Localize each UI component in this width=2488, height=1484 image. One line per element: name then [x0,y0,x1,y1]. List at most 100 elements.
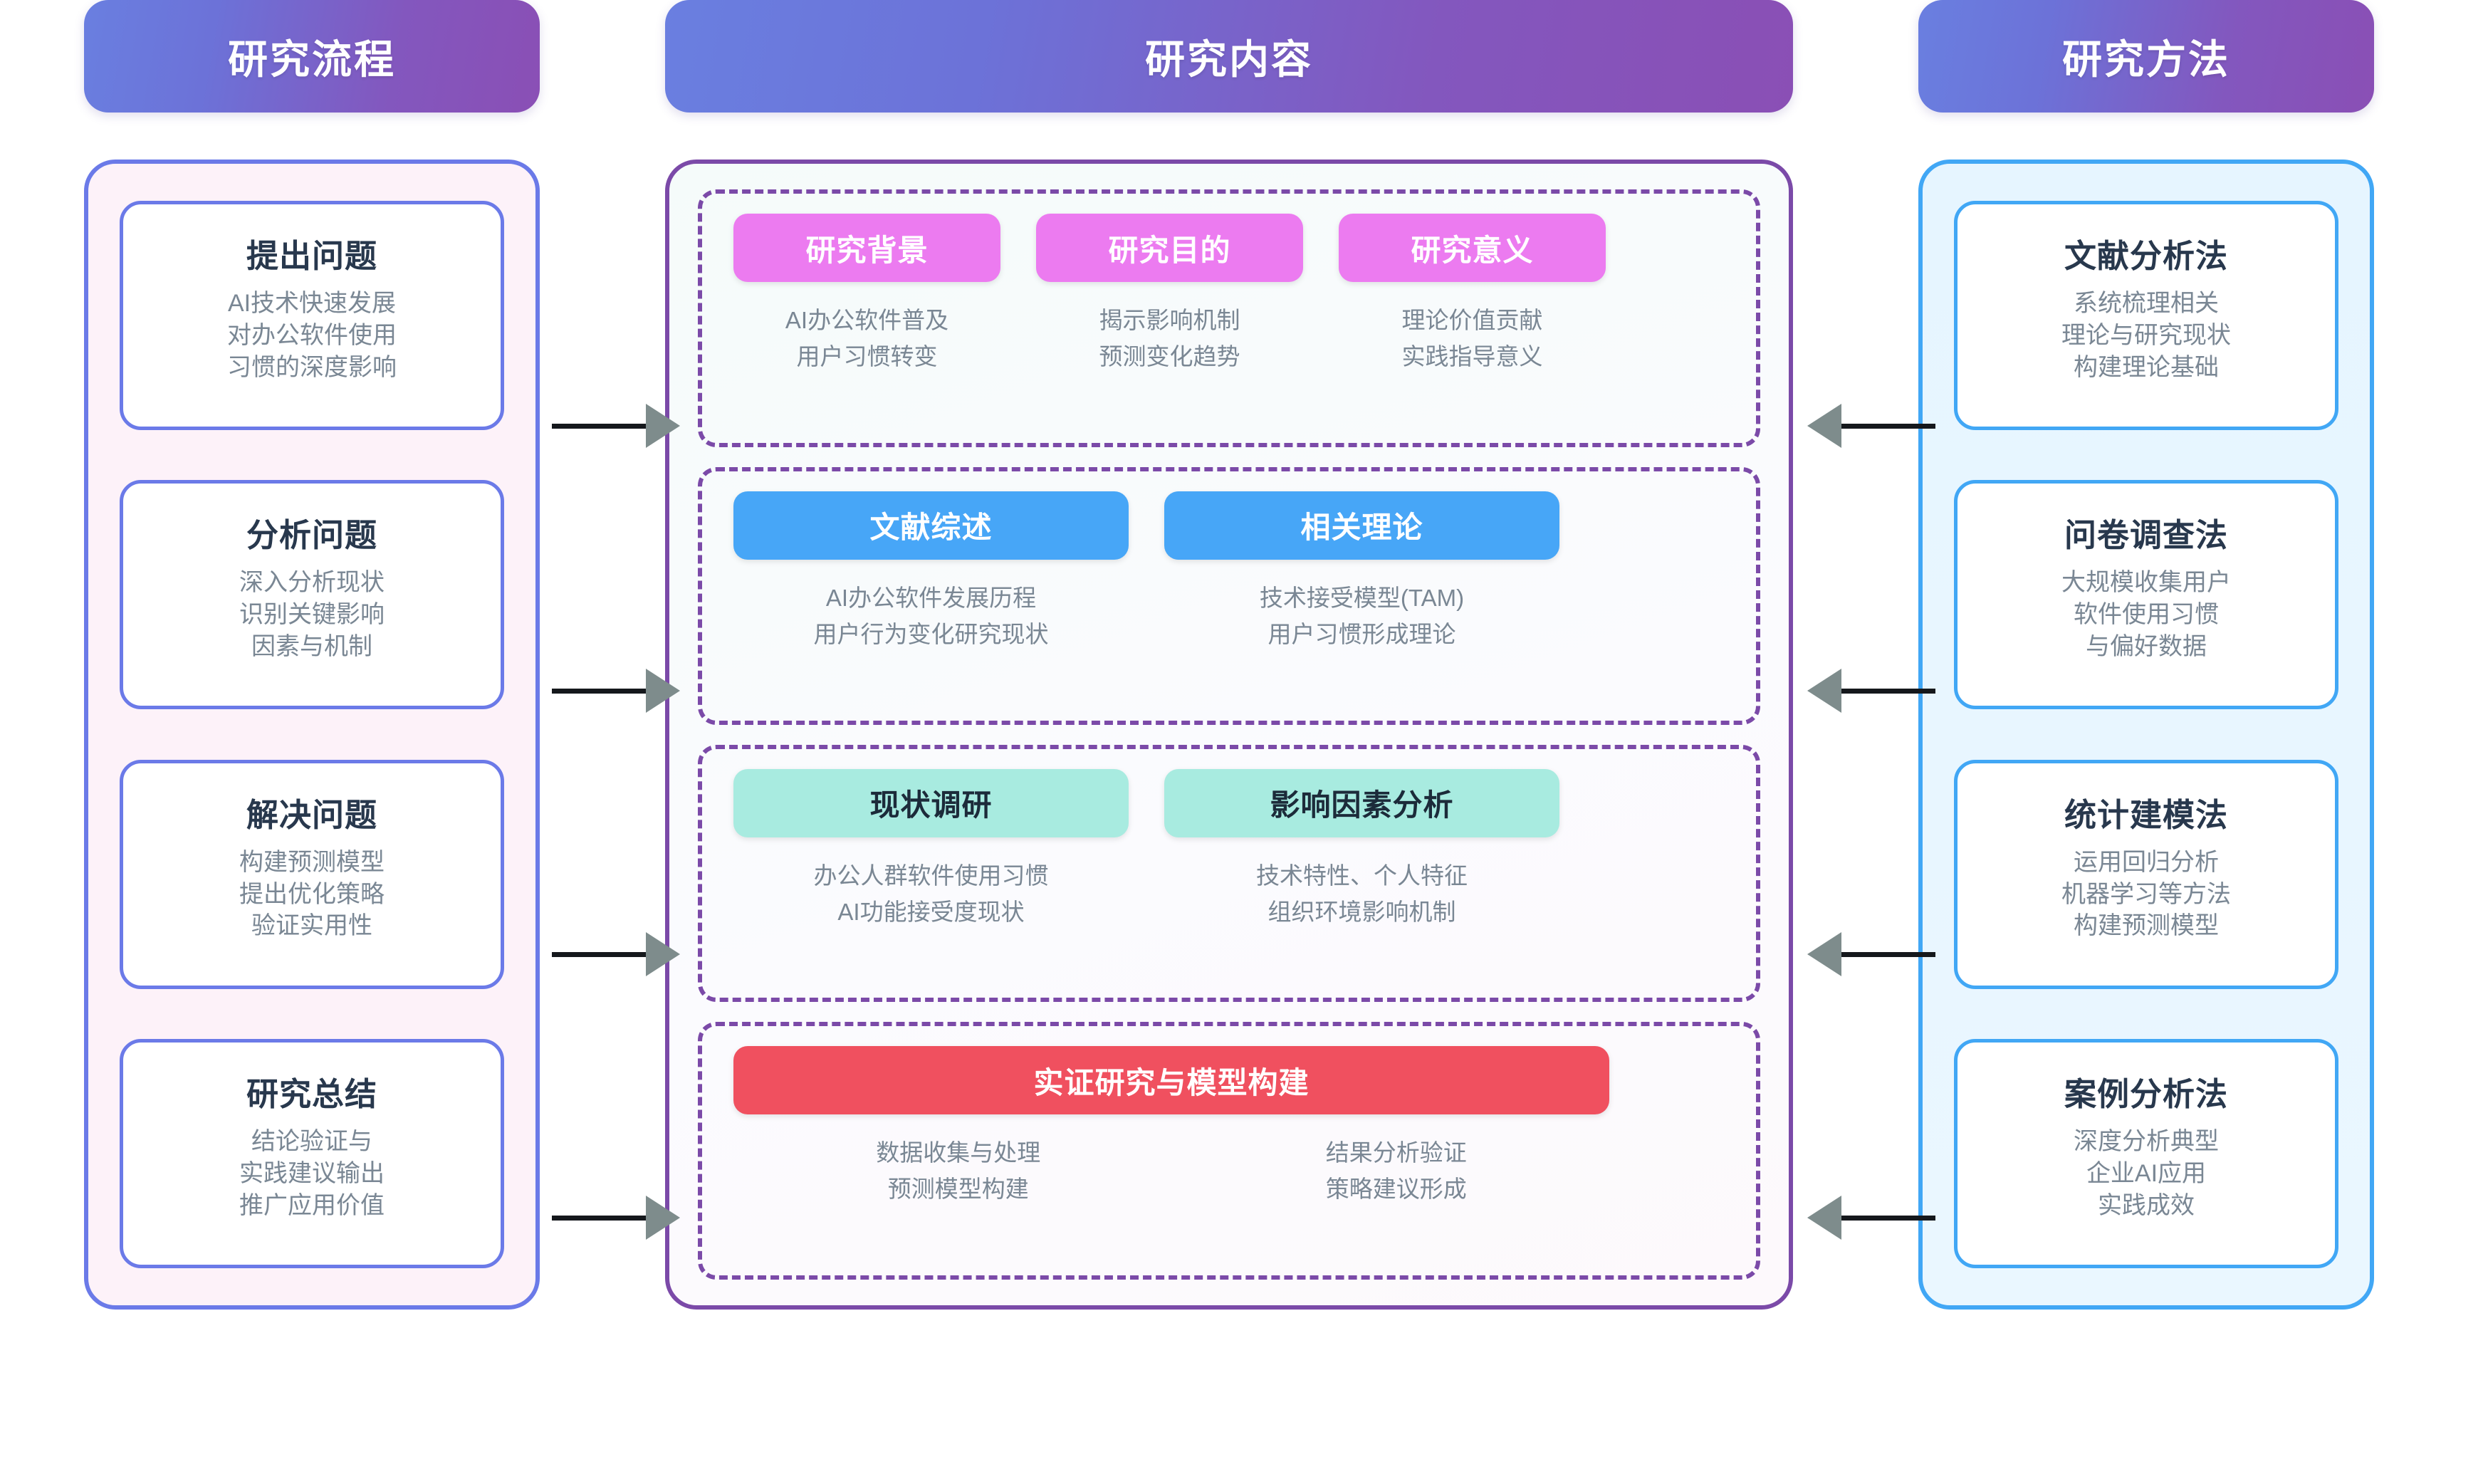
column-research-content: 研究内容 研究背景 AI办公软件普及 用户习惯转变 [665,0,1793,1310]
header-research-process-label: 研究流程 [228,36,396,82]
method-card[interactable]: 文献分析法 系统梳理相关 理论与研究现状 构建理论基础 [1954,201,2338,430]
method-card-description: 系统梳理相关 理论与研究现状 构建理论基础 [2061,288,2231,384]
method-card-line: 构建理论基础 [2074,353,2219,381]
chip-description-line: 技术特性、个人特征 [1256,862,1468,889]
chip-column: 研究意义 理论价值贡献 实践指导意义 [1339,214,1606,375]
column-research-methods: 研究方法 文献分析法 系统梳理相关 理论与研究现状 构建理论基础 问卷调查法 大… [1918,0,2374,1310]
method-card-title: 问卷调查法 [2064,517,2228,554]
header-research-methods-label: 研究方法 [2062,36,2230,82]
header-research-content-label: 研究内容 [1145,36,1313,82]
column-research-process: 研究流程 提出问题 AI技术快速发展 对办公软件使用 习惯的深度影响 分析问题 … [84,0,540,1310]
chip-description-line: 预测变化趋势 [1099,343,1240,370]
method-card-description: 深度分析典型 企业AI应用 实践成效 [2074,1126,2219,1222]
chip-influence-factor-analysis[interactable]: 影响因素分析 [1164,768,1559,837]
step-card-line: 推广应用价值 [239,1191,385,1219]
content-group-literature: 文献综述 AI办公软件发展历程 用户行为变化研究现状 相关理论 技术接受模型(T… [698,466,1760,725]
step-card-line: 实践建议输出 [239,1159,385,1187]
research-methods-panel: 文献分析法 系统梳理相关 理论与研究现状 构建理论基础 问卷调查法 大规模收集用… [1918,160,2374,1310]
chip-column: 研究背景 AI办公软件普及 用户习惯转变 [733,214,1000,375]
step-card-line: 习惯的深度影响 [227,353,397,381]
method-card-line: 深度分析典型 [2074,1127,2219,1155]
chip-description-line: 用户行为变化研究现状 [813,620,1049,647]
chip-description-line: AI办公软件发展历程 [825,584,1037,611]
chip-column: 研究目的 揭示影响机制 预测变化趋势 [1036,214,1303,375]
chip-row: 现状调研 办公人群软件使用习惯 AI功能接受度现状 影响因素分析 技术特性、个人… [733,768,1725,930]
method-card-line: 理论与研究现状 [2061,321,2231,349]
step-card[interactable]: 提出问题 AI技术快速发展 对办公软件使用 习惯的深度影响 [120,201,504,430]
chip-research-objective[interactable]: 研究目的 [1036,214,1303,282]
chip-column: 文献综述 AI办公软件发展历程 用户行为变化研究现状 [733,491,1129,652]
chip-description-line: 用户习惯转变 [796,343,938,370]
chip-description: AI办公软件发展历程 用户行为变化研究现状 [814,580,1049,652]
step-card-title: 提出问题 [246,238,377,274]
research-content-panel: 研究背景 AI办公软件普及 用户习惯转变 研究目的 揭示影响机制 [665,160,1793,1310]
chip-label: 研究背景 [805,233,929,267]
chip-description-line: 理论价值贡献 [1401,307,1543,333]
content-group-empirical: 实证研究与模型构建 数据收集与处理 预测模型构建 结果分析验证 策略建议形成 [698,1022,1760,1280]
chip-description: 技术接受模型(TAM) 用户习惯形成理论 [1260,580,1464,652]
step-card-description: AI技术快速发展 对办公软件使用 习惯的深度影响 [227,288,397,384]
method-card[interactable]: 统计建模法 运用回归分析 机器学习等方法 构建预测模型 [1954,759,2338,989]
chip-description: 办公人群软件使用习惯 AI功能接受度现状 [814,857,1049,930]
step-card-title: 解决问题 [246,796,377,833]
method-card-line: 系统梳理相关 [2074,290,2219,317]
chip-related-theory[interactable]: 相关理论 [1164,491,1559,560]
chip-description-line: 预测模型构建 [887,1176,1029,1203]
step-card-title: 研究总结 [246,1075,377,1112]
chip-description: 数据收集与处理 预测模型构建 [876,1134,1040,1207]
chip-research-background[interactable]: 研究背景 [733,214,1000,282]
chip-description-line: 用户习惯形成理论 [1267,620,1456,647]
step-card-line: 因素与机制 [251,633,372,661]
step-card[interactable]: 分析问题 深入分析现状 识别关键影响 因素与机制 [120,480,504,710]
chip-label: 现状调研 [869,788,993,822]
chip-label: 相关理论 [1300,511,1423,545]
chip-research-significance[interactable]: 研究意义 [1339,214,1606,282]
chip-label: 实证研究与模型构建 [1033,1065,1310,1099]
method-card-line: 运用回归分析 [2074,848,2219,876]
method-card[interactable]: 问卷调查法 大规模收集用户 软件使用习惯 与偏好数据 [1954,480,2338,710]
method-card-line: 软件使用习惯 [2074,601,2219,629]
method-card-title: 文献分析法 [2064,238,2228,274]
chip-description-line: 策略建议形成 [1325,1176,1467,1203]
content-group-background: 研究背景 AI办公软件普及 用户习惯转变 研究目的 揭示影响机制 [698,189,1760,447]
method-card-line: 实践成效 [2098,1191,2195,1219]
chip-description-line: AI办公软件普及 [785,307,949,333]
step-card-title: 分析问题 [246,517,377,554]
method-card-title: 案例分析法 [2064,1075,2228,1112]
method-card[interactable]: 案例分析法 深度分析典型 企业AI应用 实践成效 [1954,1038,2338,1268]
step-card-line: 对办公软件使用 [227,321,397,349]
step-card-line: 提出优化策略 [239,880,385,908]
step-card-description: 构建预测模型 提出优化策略 验证实用性 [239,847,385,943]
method-card-line: 企业AI应用 [2086,1159,2207,1187]
step-card-line: 验证实用性 [251,912,372,940]
chip-description: 理论价值贡献 实践指导意义 [1402,302,1543,375]
method-card-line: 构建预测模型 [2074,912,2219,940]
chip-description: 揭示影响机制 预测变化趋势 [1099,302,1240,375]
chip-description: 结果分析验证 策略建议形成 [1326,1134,1467,1207]
step-card-description: 结论验证与 实践建议输出 推广应用价值 [239,1126,385,1222]
method-card-description: 大规模收集用户 软件使用习惯 与偏好数据 [2061,567,2231,663]
step-card-line: 结论验证与 [251,1127,372,1155]
chip-description-line: 数据收集与处理 [876,1139,1041,1166]
step-card-line: 深入分析现状 [239,569,385,597]
chip-current-situation-survey[interactable]: 现状调研 [733,768,1129,837]
step-card[interactable]: 解决问题 构建预测模型 提出优化策略 验证实用性 [120,759,504,989]
research-process-panel: 提出问题 AI技术快速发展 对办公软件使用 习惯的深度影响 分析问题 深入分析现… [84,160,540,1310]
step-card-description: 深入分析现状 识别关键影响 因素与机制 [239,567,385,663]
chip-empirical-research[interactable]: 实证研究与模型构建 [733,1046,1609,1115]
step-card-line: 构建预测模型 [239,848,385,876]
header-research-methods: 研究方法 [1918,0,2374,113]
header-research-process: 研究流程 [84,0,540,113]
chip-column: 影响因素分析 技术特性、个人特征 组织环境影响机制 [1164,768,1559,930]
chip-literature-review[interactable]: 文献综述 [733,491,1129,560]
chip-label: 研究目的 [1108,233,1231,267]
chip-row: 研究背景 AI办公软件普及 用户习惯转变 研究目的 揭示影响机制 [733,214,1725,375]
content-group-survey: 现状调研 办公人群软件使用习惯 AI功能接受度现状 影响因素分析 技术特性、个人… [698,744,1760,1003]
method-card-line: 机器学习等方法 [2061,880,2231,908]
chip-row: 实证研究与模型构建 数据收集与处理 预测模型构建 结果分析验证 策略建议形成 [733,1046,1725,1207]
chip-column: 实证研究与模型构建 数据收集与处理 预测模型构建 结果分析验证 策略建议形成 [733,1046,1609,1207]
header-research-content: 研究内容 [665,0,1793,113]
step-card[interactable]: 研究总结 结论验证与 实践建议输出 推广应用价值 [120,1038,504,1268]
chip-description-line: 办公人群软件使用习惯 [813,862,1049,889]
step-card-line: 识别关键影响 [239,601,385,629]
